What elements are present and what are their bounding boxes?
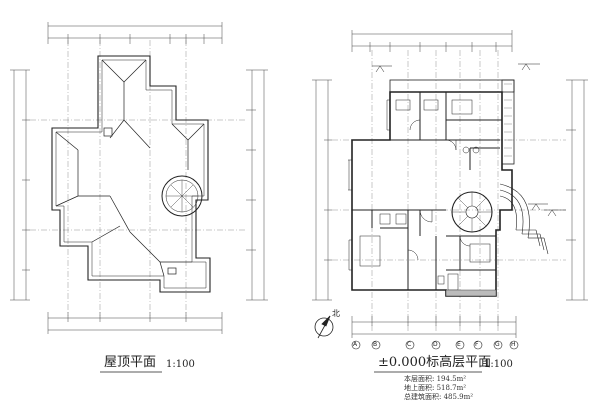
floor-windows	[348, 99, 390, 271]
roof-chimney-2	[167, 267, 177, 275]
roof-axis-lines	[30, 40, 246, 316]
floor-level-markers	[372, 63, 566, 217]
roof-left-dimensions	[10, 69, 30, 301]
floor-fixtures	[359, 99, 491, 291]
roof-right-dimensions	[246, 69, 268, 301]
stat-label: 本层面积	[404, 375, 432, 383]
ground-floor-title: ±0.000标高层平面	[378, 355, 492, 370]
north-arrow	[314, 315, 334, 339]
stat-value: 518.7m²	[436, 384, 467, 392]
axis-label-c: C	[407, 341, 412, 348]
axis-label-h: H	[511, 341, 516, 348]
stat-value: 194.5m²	[436, 375, 467, 383]
stat-row: 地上面积: 518.7m²	[404, 384, 467, 392]
stat-label: 总建筑面积	[404, 393, 439, 401]
roof-outline	[51, 55, 211, 293]
stat-row: 总建筑面积: 485.9m²	[404, 393, 474, 401]
floor-entry-steps	[499, 183, 549, 255]
roof-top-dimensions	[47, 22, 223, 44]
stat-value: 485.9m²	[443, 393, 474, 401]
axis-label-d: D	[433, 341, 438, 348]
floor-top-dimensions	[351, 30, 513, 52]
ground-floor-scale: 1:100	[484, 359, 513, 370]
stat-label: 地上面积	[404, 384, 432, 392]
roof-bottom-dimensions	[47, 312, 223, 334]
north-label: 北	[332, 309, 340, 318]
floor-right-dimensions	[566, 79, 588, 301]
floor-spiral-stair	[451, 191, 493, 233]
axis-label-b: B	[373, 341, 378, 348]
stat-row: 本层面积: 194.5m²	[404, 375, 467, 383]
axis-bubbles	[351, 340, 519, 350]
axis-label-e: E	[457, 341, 461, 348]
roof-inner-outline	[55, 59, 207, 289]
roof-plan-title: 屋顶平面	[104, 355, 157, 370]
floor-hatched-wall	[445, 289, 497, 297]
axis-label-f: F	[475, 341, 479, 348]
roof-ridges	[55, 59, 205, 277]
floor-doors	[407, 119, 471, 261]
floor-left-dimensions	[312, 79, 332, 301]
roof-plan-scale: 1:100	[166, 359, 195, 370]
ground-floor-plan	[312, 30, 588, 338]
roof-plan	[10, 22, 268, 334]
roof-chimney	[103, 127, 113, 137]
floor-interior-walls	[352, 92, 502, 290]
floor-exterior-walls	[351, 91, 513, 297]
area-stats: 本层面积: 194.5m² 地上面积: 518.7m² 总建筑面积: 485.9…	[404, 374, 473, 401]
axis-label-g: G	[495, 341, 500, 348]
floor-bottom-dimensions	[351, 316, 517, 338]
roof-stair-tower	[161, 175, 203, 217]
axis-label-a: A	[353, 341, 358, 348]
